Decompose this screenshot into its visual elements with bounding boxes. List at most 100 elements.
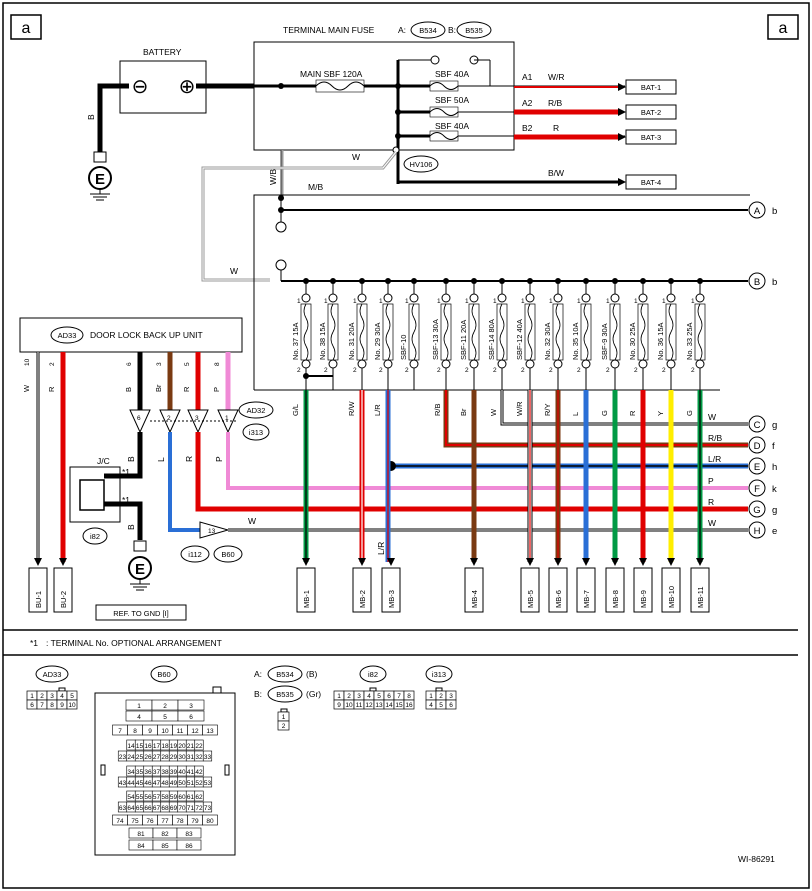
ad32-lower-wire-3: P bbox=[214, 456, 224, 462]
bottom-connector-box bbox=[661, 567, 681, 613]
b60-pin: 13 bbox=[206, 728, 214, 735]
b60-pin: 66 bbox=[144, 805, 152, 812]
fuse-name: SBF-11 20A bbox=[459, 320, 468, 360]
bat3-pin: B2 bbox=[522, 123, 533, 133]
fuse-pin-top: 1 bbox=[662, 298, 666, 305]
b60-pin: 61 bbox=[187, 794, 195, 801]
b60-cell bbox=[177, 699, 205, 711]
fuse-pin-top: 1 bbox=[549, 298, 553, 305]
fuse-box bbox=[253, 41, 515, 151]
bottom-connector-label: MB-1 bbox=[302, 590, 311, 608]
connector-arrow bbox=[302, 558, 310, 566]
bottom-connector-box bbox=[464, 567, 484, 613]
fuse-element bbox=[330, 303, 336, 361]
footnote-text: : TERMINAL No. OPTIONAL ARRANGEMENT bbox=[46, 638, 222, 648]
bottom-connector-box bbox=[53, 567, 73, 613]
connector-a-oval bbox=[410, 21, 446, 39]
bat1-wire-color: W/R bbox=[548, 72, 565, 82]
sbf-a2-fuse bbox=[429, 108, 459, 116]
i82-pin: 14 bbox=[385, 702, 393, 709]
fuse-element bbox=[555, 303, 561, 361]
i82-pin: 16 bbox=[405, 702, 413, 709]
ad32-label: AD32 bbox=[247, 406, 266, 415]
ad32-pin: 1 bbox=[225, 415, 229, 422]
b60-pin: 38 bbox=[161, 769, 169, 776]
b60-pin: 81 bbox=[137, 831, 145, 838]
b60-pin: 56 bbox=[144, 794, 152, 801]
fuse-pin-bottom: 2 bbox=[379, 367, 383, 374]
bottom-connector-box bbox=[605, 567, 625, 613]
b60-pin: 82 bbox=[161, 831, 169, 838]
r-main-wire bbox=[195, 432, 748, 512]
b60-pin: 7 bbox=[118, 728, 122, 735]
b60-cell bbox=[202, 776, 213, 788]
door-lock-title: DOOR LOCK BACK UP UNIT bbox=[90, 330, 203, 340]
b60-pin: 37 bbox=[153, 769, 161, 776]
fuse-terminal bbox=[469, 359, 479, 369]
b60-pin: 67 bbox=[153, 805, 161, 812]
b60-pin: 47 bbox=[153, 780, 161, 787]
fuse-terminal bbox=[357, 293, 367, 303]
fuse-pin-top: 1 bbox=[353, 298, 357, 305]
i82-pin: 12 bbox=[365, 702, 373, 709]
connector-b-prefix: B: bbox=[448, 25, 456, 35]
mb-wire-color: G bbox=[600, 410, 609, 416]
legend-ad33-oval bbox=[35, 665, 69, 683]
ad32-oval bbox=[238, 401, 274, 419]
i82-pin: 9 bbox=[337, 702, 341, 709]
bus-ref-id: A bbox=[754, 206, 761, 217]
ad33-oval bbox=[50, 326, 84, 344]
b60-cell bbox=[176, 827, 202, 839]
b60-oval bbox=[213, 545, 243, 563]
fuse-element bbox=[303, 303, 309, 361]
fuse-element bbox=[527, 303, 533, 361]
i82-oval bbox=[82, 527, 108, 545]
b60-cell bbox=[202, 724, 218, 736]
i313-oval bbox=[242, 423, 270, 441]
b60-pin: 23 bbox=[119, 754, 127, 761]
b60-pin: 42 bbox=[195, 769, 203, 776]
right-ref-circle bbox=[748, 479, 766, 497]
i313-pin: 3 bbox=[449, 693, 453, 700]
bottom-connector-box bbox=[633, 567, 653, 613]
fuse-terminal bbox=[581, 293, 591, 303]
w-wire-label-2: W bbox=[230, 266, 238, 276]
corner-tag-left-label: a bbox=[22, 20, 31, 37]
ad33-label: AD33 bbox=[58, 331, 77, 340]
bat3-wire-color: R bbox=[553, 123, 559, 133]
connector-a-label: B534 bbox=[419, 26, 437, 35]
connector-arrow bbox=[611, 558, 619, 566]
b60-pin: 2 bbox=[163, 703, 167, 710]
bottom-connector-label: MB-6 bbox=[554, 590, 563, 608]
b60-pin: 64 bbox=[127, 805, 135, 812]
hv106-label: HV106 bbox=[410, 160, 433, 169]
b60-cell bbox=[176, 839, 202, 851]
b60-pin: 24 bbox=[127, 754, 135, 761]
b60-pin: 49 bbox=[170, 780, 178, 787]
fuse-pin-bottom: 2 bbox=[405, 367, 409, 374]
b60-pin: 18 bbox=[161, 743, 169, 750]
b60-pin: 62 bbox=[195, 794, 203, 801]
mb-wire-color: L bbox=[571, 412, 580, 416]
bus-ref-letter: b bbox=[772, 206, 777, 217]
ad32-pin: 2 bbox=[167, 415, 171, 422]
fuse-name: SBF-9 30A bbox=[600, 323, 609, 360]
jc-star-2: *1 bbox=[122, 495, 130, 505]
mb-wire-color: Br bbox=[459, 408, 468, 416]
bat-label: BAT-4 bbox=[641, 178, 661, 187]
bat2-pin: A2 bbox=[522, 98, 533, 108]
fuse-pin-bottom: 2 bbox=[634, 367, 638, 374]
i82-pin: 11 bbox=[356, 702, 363, 709]
right-ref-wire: R/B bbox=[708, 433, 723, 443]
fuse-terminal bbox=[301, 293, 311, 303]
b60-pin: 21 bbox=[187, 743, 195, 750]
b60-pin: 29 bbox=[170, 754, 178, 761]
connector-arrow bbox=[59, 558, 67, 566]
b60-pin: 74 bbox=[116, 818, 124, 825]
fuse-name: No. 29 30A bbox=[373, 322, 382, 360]
mb-wire-color: R/W bbox=[347, 401, 356, 417]
b60-pin: 14 bbox=[127, 743, 135, 750]
jc-box bbox=[69, 466, 121, 523]
legend-ad33-label: AD33 bbox=[43, 670, 62, 679]
ad32-lower-wire-2: R bbox=[184, 456, 194, 462]
